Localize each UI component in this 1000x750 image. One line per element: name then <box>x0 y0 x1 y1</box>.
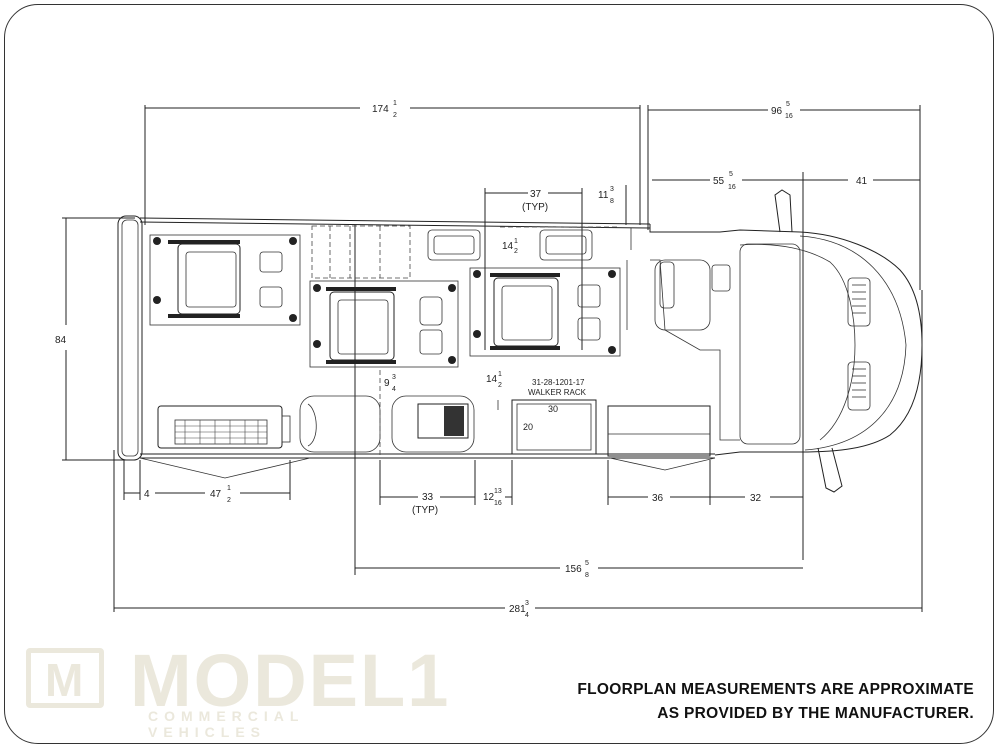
aisle-b-frac-den: 4 <box>392 386 396 393</box>
vehicle-body <box>117 189 923 493</box>
front-step-value: 36 <box>652 493 664 504</box>
front-a-value: 55 <box>713 176 725 187</box>
rear-bench-frac-den: 2 <box>227 497 231 504</box>
page-frame <box>4 4 994 744</box>
front-length-frac-num: 5 <box>786 101 790 108</box>
dim-bottom-spacing: 33 (TYP) 12 13 16 <box>379 460 513 516</box>
aisle-c-value: 14 <box>486 374 498 385</box>
rack-depth-value: 20 <box>523 422 533 432</box>
aisle-a-value: 14 <box>502 241 514 252</box>
body-length-value: 174 <box>372 104 389 115</box>
aisle-b-frac-num: 3 <box>392 374 396 381</box>
front-length-frac-den: 16 <box>785 113 793 120</box>
wheelbase-frac-den: 8 <box>585 572 589 579</box>
dim-front-step: 36 32 <box>607 460 803 505</box>
overall-length-frac-den: 4 <box>525 612 529 619</box>
front-a-frac-num: 5 <box>729 171 733 178</box>
logo-mark: M <box>26 648 104 708</box>
dim-rear: 4 47 1 2 <box>123 460 291 504</box>
aisle-c-frac-num: 1 <box>498 371 502 378</box>
aisle-b-value: 9 <box>384 378 390 389</box>
rear-bench-value: 47 <box>210 489 222 500</box>
bottom-gap-value: 12 <box>483 492 495 503</box>
wheelbase-frac-num: 5 <box>585 560 589 567</box>
rear-offset-value: 4 <box>144 489 150 500</box>
seat-spacing-note: (TYP) <box>522 202 548 213</box>
bottom-gap-frac-num: 13 <box>494 488 502 495</box>
aisle-a-frac-num: 1 <box>514 238 518 245</box>
dim-small-gap: 11 3 8 <box>598 185 627 225</box>
measurement-disclaimer: FLOORPLAN MEASUREMENTS ARE APPROXIMATE A… <box>577 678 974 726</box>
model1-logo: M MODEL1 COMMERCIAL VEHICLES <box>26 639 448 740</box>
dim-wheelbase: 156 5 8 <box>354 225 803 579</box>
overall-length-frac-num: 3 <box>525 600 529 607</box>
front-length-value: 96 <box>771 106 783 117</box>
logo-subtitle: COMMERCIAL VEHICLES <box>148 708 305 740</box>
width-value: 84 <box>55 335 67 346</box>
disclaimer-line-2: AS PROVIDED BY THE MANUFACTURER. <box>657 705 974 722</box>
body-length-frac-num: 1 <box>393 100 397 107</box>
small-gap-frac-den: 8 <box>610 198 614 205</box>
interior: 30 20 <box>139 225 716 479</box>
walker-rack-labels: 31-28-1201-17 WALKER RACK <box>528 378 587 397</box>
bottom-spacing-value: 33 <box>422 492 434 503</box>
disclaimer-line-1: FLOORPLAN MEASUREMENTS ARE APPROXIMATE <box>577 681 974 698</box>
front-b-value: 41 <box>856 176 868 187</box>
rear-bench-frac-num: 1 <box>227 485 231 492</box>
aisle-c-frac-den: 2 <box>498 382 502 389</box>
dim-front-split: 55 5 16 41 <box>652 171 920 560</box>
overall-length-value: 281 <box>509 604 526 615</box>
aisle-a-frac-den: 2 <box>514 248 518 255</box>
logo-wordmark: MODEL1 <box>130 639 451 722</box>
front-door-value: 32 <box>750 493 762 504</box>
front-a-frac-den: 16 <box>728 184 736 191</box>
seat-spacing-value: 37 <box>530 189 542 200</box>
bottom-spacing-note: (TYP) <box>412 505 438 516</box>
small-gap-frac-num: 3 <box>610 186 614 193</box>
dim-front-length: 96 5 16 <box>647 101 921 290</box>
small-gap-value: 11 <box>598 190 609 201</box>
walker-rack-code: 31-28-1201-17 <box>532 378 585 387</box>
dim-width: 84 <box>55 217 135 461</box>
dim-aisles: 14 1 2 9 3 4 14 1 2 <box>384 238 518 393</box>
wheelbase-value: 156 <box>565 564 582 575</box>
body-length-frac-den: 2 <box>393 112 397 119</box>
dim-seat-spacing: 37 (TYP) <box>484 188 583 350</box>
bottom-gap-frac-den: 16 <box>494 500 502 507</box>
logo-mark-letter: M <box>45 654 84 706</box>
rack-width-value: 30 <box>548 404 558 414</box>
dim-body-length: 174 1 2 <box>144 100 641 225</box>
walker-rack-name: WALKER RACK <box>528 388 587 397</box>
